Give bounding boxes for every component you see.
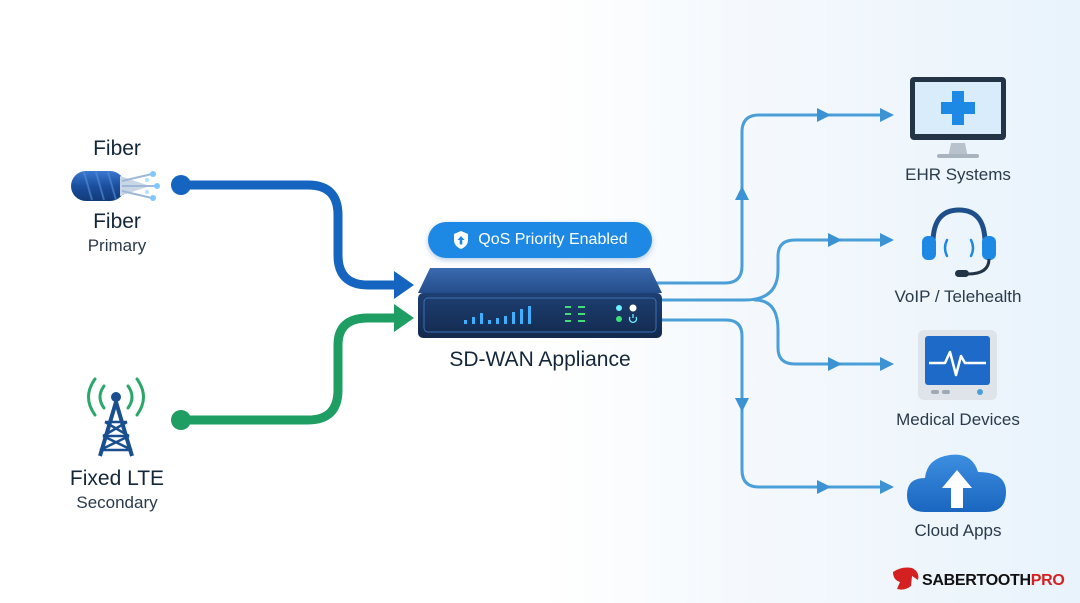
qos-priority-badge: QoS Priority Enabled [428, 222, 652, 258]
destination-label-medical: Medical Devices [896, 410, 1020, 429]
sd-wan-appliance-icon [418, 268, 662, 338]
brand-name-accent: PRO [1030, 572, 1065, 589]
medical-monitor-icon [918, 330, 997, 400]
fiber-connection-line [171, 175, 414, 299]
cell-tower-icon [87, 377, 145, 457]
lte-role-label: Secondary [76, 493, 158, 512]
lte-connection-line [171, 304, 414, 430]
brand-name-main: SABERTOOTH [922, 572, 1031, 589]
fiber-role-label: Primary [87, 236, 147, 255]
shield-icon [454, 231, 469, 249]
brand-name: SABERTOOTHPRO [922, 572, 1065, 590]
destination-label-cloud: Cloud Apps [914, 521, 1002, 540]
sd-wan-appliance-label: SD-WAN Appliance [449, 348, 631, 371]
output-arrowheads [735, 108, 894, 494]
fiber-header-label: Fiber [93, 137, 141, 160]
fiber-cable-icon [71, 171, 160, 201]
destination-label-voip: VoIP / Telehealth [894, 287, 1022, 306]
brand-logo: SABERTOOTHPRO [893, 568, 1065, 594]
headset-icon [922, 207, 996, 277]
cloud-upload-icon [907, 454, 1006, 512]
fiber-name-label: Fiber [93, 210, 141, 233]
monitor-medical-cross-icon [910, 77, 1006, 158]
brand-logo-mark [893, 567, 919, 590]
destination-label-ehr: EHR Systems [905, 165, 1011, 184]
qos-badge-label: QoS Priority Enabled [478, 231, 628, 248]
lte-name-label: Fixed LTE [69, 467, 165, 490]
